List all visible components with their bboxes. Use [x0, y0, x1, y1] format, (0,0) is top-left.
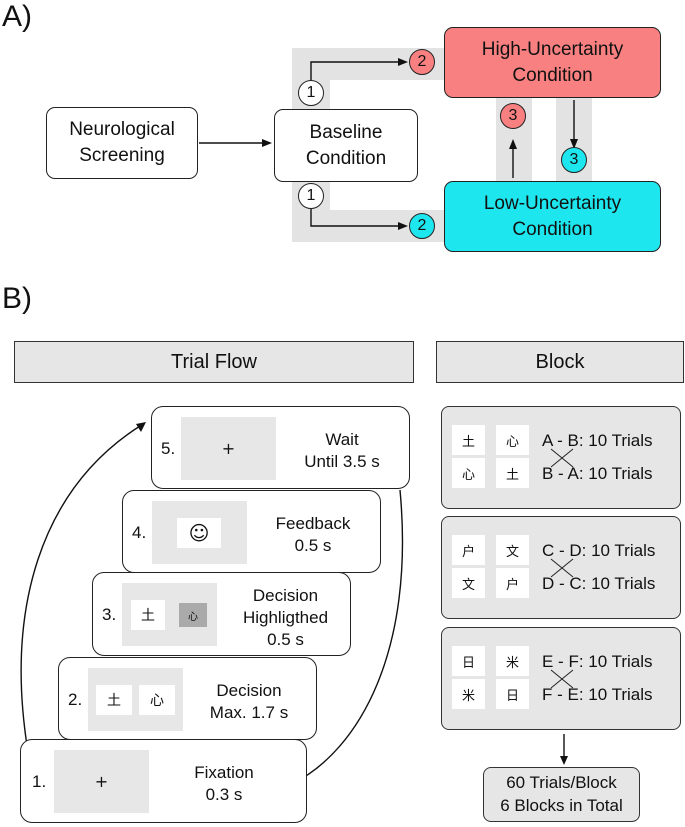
- block-ab-trial-1: A - B: 10 Trials: [542, 431, 653, 450]
- card-5-number: 5.: [161, 439, 176, 458]
- card-2-text: Decision Max. 1.7 s: [189, 680, 309, 724]
- block-header: Block: [436, 341, 684, 383]
- baseline-line-1: Baseline: [309, 121, 383, 143]
- block-cd-trial-1: C - D: 10 Trials: [542, 541, 656, 560]
- trial-card-decision-highlighted: 3. 土 心 Decision Highligthed 0.5 s: [92, 572, 351, 656]
- summary-line-1: 60 Trials/Block: [506, 773, 617, 793]
- block-ef-char-4: 日: [496, 679, 529, 709]
- block-cd-char-2: 文: [496, 535, 529, 565]
- neuro-line-2: Screening: [79, 145, 165, 166]
- card-2-line-2: Max. 1.7 s: [209, 703, 289, 723]
- card-3-stim-right-highlighted: 心: [179, 603, 207, 627]
- card-4-screen: ☺: [152, 501, 247, 564]
- block-summary: 60 Trials/Block 6 Blocks in Total: [483, 767, 640, 822]
- block-cd-cross: [550, 558, 574, 578]
- block-ab: 土 心 心 土 A - B: 10 Trials B - A: 10 Trial…: [441, 406, 681, 509]
- card-4-line-1: Feedback: [275, 514, 351, 533]
- smiley-icon: ☺: [177, 518, 221, 548]
- high-line-1: High-Uncertainty: [481, 38, 624, 60]
- card-2-stim-left: 土: [96, 685, 132, 715]
- fixation-cross: +: [94, 772, 109, 791]
- card-3-line-3: 0.5 s: [267, 630, 304, 650]
- high-line-2: Condition: [512, 64, 593, 86]
- loop-arrow-up: [20, 425, 141, 753]
- block-ab-cross: [550, 448, 574, 468]
- card-2-line-1: Decision: [216, 681, 282, 700]
- trial-card-fixation: 1. + Fixation 0.3 s: [20, 739, 307, 823]
- card-3-line-1: Decision: [252, 586, 319, 605]
- card-1-line-2: 0.3 s: [205, 785, 243, 805]
- card-4-line-2: 0.5 s: [294, 536, 332, 556]
- low-line-2: Condition: [512, 218, 593, 240]
- card-4-number: 4.: [132, 523, 147, 542]
- block-ef-char-3: 米: [452, 679, 485, 709]
- card-4-text: Feedback 0.5 s: [253, 513, 373, 557]
- trial-card-wait: 5. + Wait Until 3.5 s: [151, 406, 410, 489]
- card-2-screen: 土 心: [88, 668, 183, 731]
- arrowhead-upper: [398, 58, 408, 66]
- card-3-line-2: Highligthed: [242, 608, 329, 628]
- step-2-lower-badge: 2: [409, 213, 435, 239]
- loop-arrow-down: [291, 489, 404, 785]
- card-3-number: 3.: [102, 605, 117, 624]
- trial-card-decision: 2. 土 心 Decision Max. 1.7 s: [58, 657, 317, 740]
- trial-card-feedback: 4. ☺ Feedback 0.5 s: [122, 490, 381, 573]
- block-summary-arrow: [560, 734, 568, 765]
- card-3-text: Decision Highligthed 0.5 s: [223, 585, 348, 651]
- block-ab-char-4: 土: [496, 458, 529, 488]
- card-5-text: Wait Until 3.5 s: [282, 429, 402, 473]
- card-1-screen: +: [54, 750, 149, 813]
- block-ab-char-1: 土: [452, 425, 485, 455]
- step-2-upper-badge: 2: [409, 49, 435, 75]
- block-cd: 户 文 文 户 C - D: 10 Trials D - C: 10 Trial…: [441, 516, 681, 619]
- panel-b-label: B): [2, 282, 32, 315]
- card-1-text: Fixation 0.3 s: [159, 762, 289, 806]
- card-3-screen: 土 心: [122, 583, 217, 646]
- arrowhead-lower: [398, 222, 408, 230]
- block-cd-char-3: 文: [452, 568, 485, 598]
- arrowhead-low-high: [509, 139, 517, 149]
- low-line-1: Low-Uncertainty: [483, 192, 622, 214]
- card-1-number: 1.: [32, 772, 47, 791]
- block-ef-trial-2: F - E: 10 Trials: [542, 685, 653, 704]
- block-ef: 日 米 米 日 E - F: 10 Trials F - E: 10 Trial…: [441, 627, 681, 730]
- step-1-upper-badge: 1: [298, 80, 324, 106]
- block-ab-trial-2: B - A: 10 Trials: [542, 464, 653, 483]
- block-cd-trial-2: D - C: 10 Trials: [542, 574, 656, 593]
- block-ef-cross: [550, 669, 574, 689]
- block-cd-char-1: 户: [452, 535, 485, 565]
- baseline-line-2: Condition: [305, 147, 387, 169]
- block-cd-char-4: 户: [496, 568, 529, 598]
- card-5-screen: +: [181, 417, 276, 480]
- card-5-line-2: Until 3.5 s: [304, 452, 380, 472]
- card-2-stim-right: 心: [139, 685, 175, 715]
- step-3-upper-badge: 3: [500, 103, 526, 129]
- card-2-number: 2.: [68, 690, 83, 709]
- arrowhead-neuro: [262, 139, 272, 147]
- neuro-line-1: Neurological: [69, 119, 175, 141]
- block-ab-char-2: 心: [496, 425, 529, 455]
- arrowhead-high-low: [570, 139, 578, 149]
- fixation-cross: +: [221, 439, 236, 458]
- card-5-line-1: Wait: [325, 430, 359, 449]
- block-ef-trial-1: E - F: 10 Trials: [542, 652, 653, 671]
- block-ab-char-3: 心: [452, 458, 485, 488]
- step-3-lower-badge: 3: [561, 147, 587, 173]
- panel-a-label: A): [2, 0, 32, 33]
- summary-line-2: 6 Blocks in Total: [500, 795, 623, 815]
- card-3-stim-left: 土: [131, 600, 165, 630]
- trial-flow-header: Trial Flow: [14, 341, 414, 383]
- block-ef-char-1: 日: [452, 646, 485, 676]
- block-ef-char-2: 米: [496, 646, 529, 676]
- step-1-lower-badge: 1: [298, 183, 324, 209]
- card-1-line-1: Fixation: [194, 763, 254, 782]
- loop-arrowhead-up: [136, 422, 146, 432]
